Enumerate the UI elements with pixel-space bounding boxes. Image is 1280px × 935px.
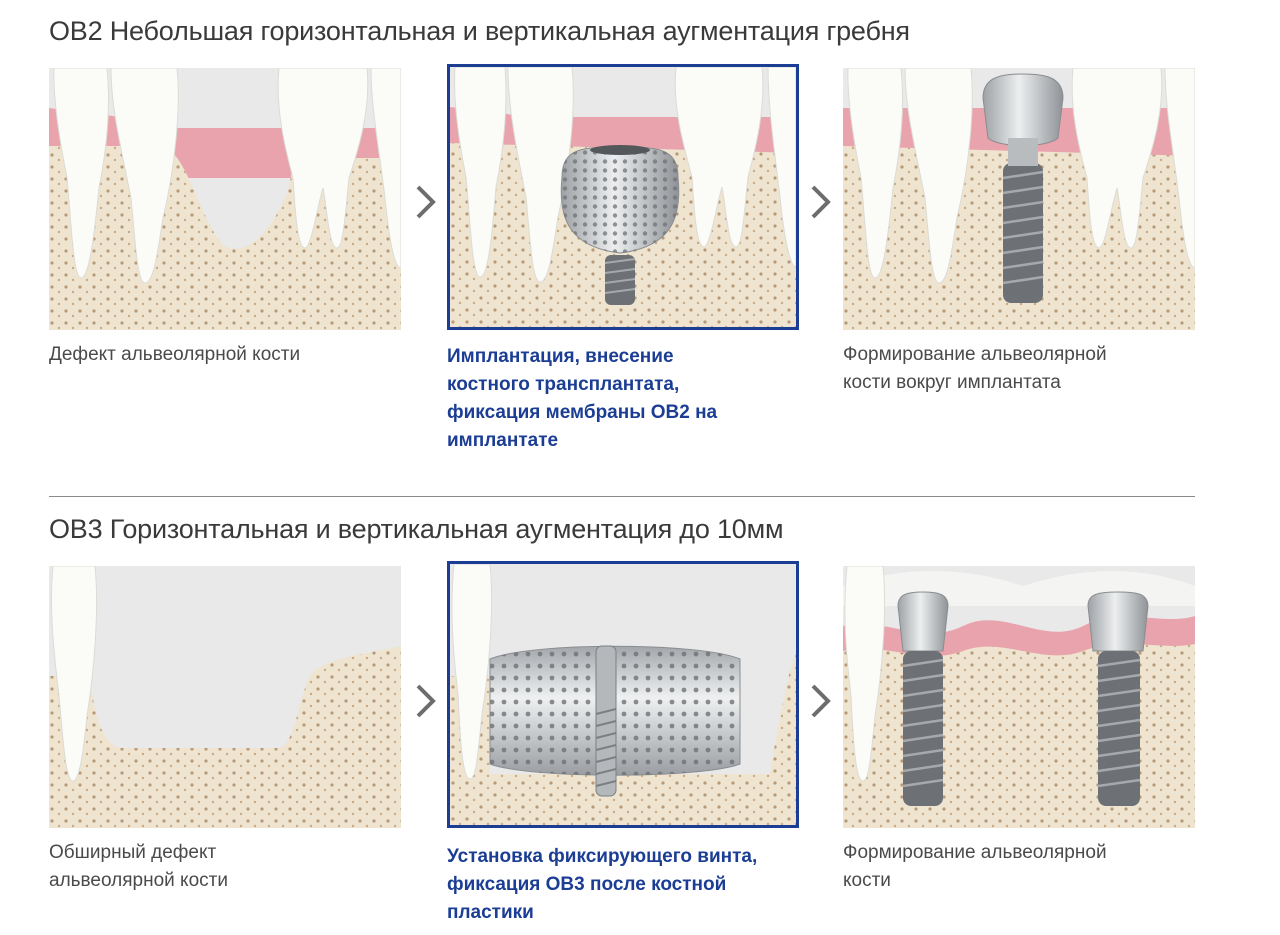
illustration-ob3-mesh: [447, 561, 799, 828]
chevron-right-icon: [808, 183, 834, 221]
caption-bone-defect: Дефект альвеолярной кости: [49, 344, 301, 365]
illustration-implant-crown: [843, 68, 1195, 330]
section-title-ob2: OB2 Небольшая горизонтальная и вертикаль…: [49, 16, 910, 46]
caption-two-implants: Формирование альвеолярной кости: [843, 842, 1107, 891]
caption-large-bone-defect: Обширный дефект альвеолярной кости: [49, 842, 228, 891]
chevron-right-icon: [808, 682, 834, 720]
section-title-ob3: OB3 Горизонтальная и вертикальная аугмен…: [49, 514, 784, 544]
illustration-bone-defect: [49, 68, 401, 330]
caption-implant-crown: Формирование альвеолярной кости вокруг и…: [843, 344, 1107, 393]
illustration-two-implants: [843, 566, 1195, 828]
illustration-large-bone-defect: [49, 566, 401, 828]
section-divider: [49, 496, 1195, 497]
chevron-right-icon: [413, 682, 439, 720]
illustration-ob2-membrane: [447, 64, 799, 330]
chevron-right-icon: [413, 183, 439, 221]
caption-ob2-membrane: Имплантация, внесение костного трансплан…: [447, 346, 718, 451]
caption-ob3-mesh: Установка фиксирующего винта, фиксация O…: [447, 846, 758, 923]
